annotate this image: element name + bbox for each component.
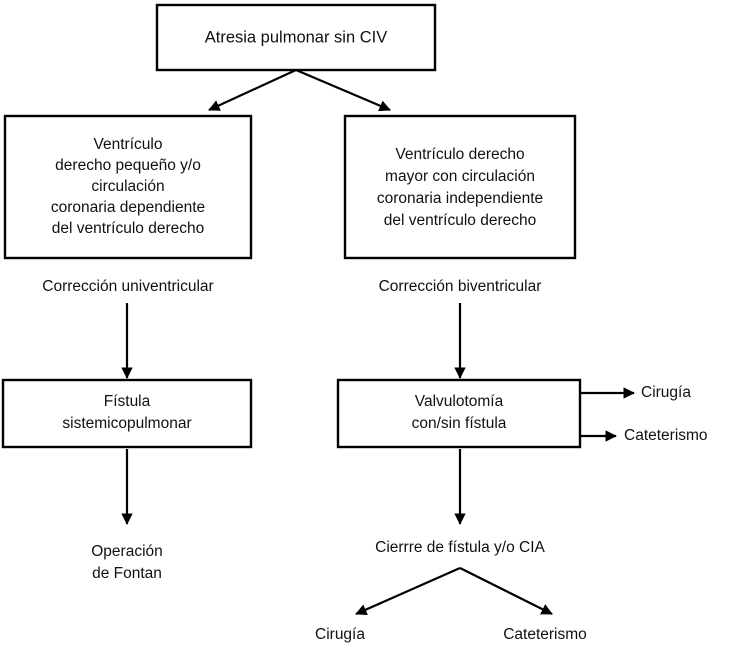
node-left-condition-line-2: derecho pequeño y/o [55,157,201,174]
label-left-outcome-line-1: Operación [91,543,163,560]
node-left-condition-box [3,114,253,260]
node-right-condition-box [343,114,577,260]
label-procedure-option-surgery: Cirugía [641,384,691,401]
node-right-condition-line-4: del ventrículo derecho [384,212,537,229]
label-outcome-option-catheter: Cateterismo [503,626,587,643]
label-right-correction: Corrección biventricular [379,278,542,295]
edge-outcome-to-catheter [459,567,553,615]
edge-outcome-to-surgery [355,566,461,616]
node-left-procedure-box [1,378,253,449]
node-right-condition-line-2: mayor con circulación [385,168,535,185]
node-left-condition-line-3: circulación [91,178,164,195]
edge-root-to-right-condition [295,68,391,112]
edge-root-to-left-condition [208,69,297,111]
node-right-procedure-box [336,378,582,449]
node-left-procedure-line-2: sistemicopulmonar [62,415,191,432]
node-right-condition-line-3: coronaria independiente [377,190,543,207]
label-outcome-option-surgery: Cirugía [315,626,365,643]
node-left-condition-line-4: coronaria dependiente [51,199,205,216]
label-left-correction: Corrección univentricular [42,278,213,295]
node-right-procedure-line-2: con/sin fístula [412,415,507,432]
node-left-procedure-line-1: Fístula [104,393,151,410]
node-root-box [155,3,437,72]
node-root-label: Atresia pulmonar sin CIV [205,28,388,46]
label-left-outcome-line-2: de Fontan [92,565,162,582]
node-right-condition-line-1: Ventrículo derecho [395,146,524,163]
label-right-outcome: Cierrre de fístula y/o CIA [375,539,545,556]
node-left-condition-line-5: del ventrículo derecho [52,220,205,237]
label-procedure-option-catheter: Cateterismo [624,427,708,444]
node-right-procedure-line-1: Valvulotomía [415,393,504,410]
node-left-condition-line-1: Ventrículo [94,136,163,153]
